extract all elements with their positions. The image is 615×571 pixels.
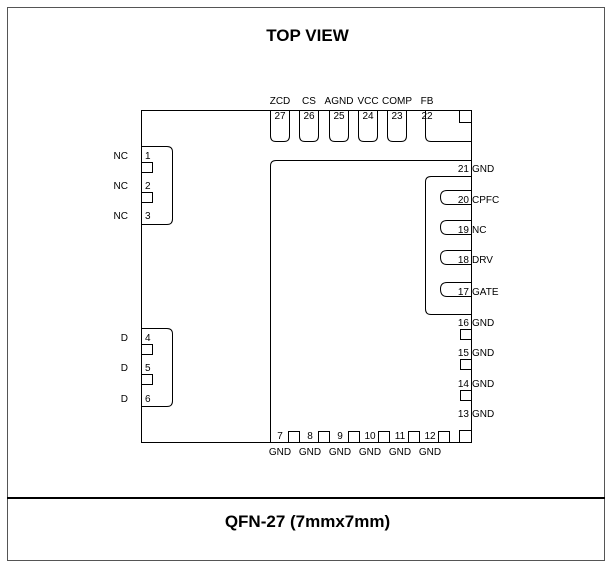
pin-name: GND	[389, 447, 411, 458]
pin-pad	[141, 192, 153, 203]
pin-name: GND	[329, 447, 351, 458]
exposed-pad	[270, 160, 472, 443]
pin-pad	[288, 431, 300, 443]
pin-number: 8	[307, 431, 313, 442]
pin-name: GND	[419, 447, 441, 458]
pin-name: NC	[114, 151, 128, 162]
pin-pad	[329, 110, 349, 142]
pin-number: 22	[421, 111, 433, 122]
pin-name: GND	[299, 447, 321, 458]
pin-number: 18	[458, 255, 470, 266]
pin-name: GND	[472, 409, 494, 420]
pin-name: DRV	[472, 255, 493, 266]
corner-tab	[459, 110, 472, 123]
pin-name: GATE	[472, 287, 499, 298]
pin-number: 21	[458, 164, 470, 175]
pin-number: 26	[303, 111, 315, 122]
pad-group-d	[141, 328, 173, 407]
pin-number: 15	[458, 348, 470, 359]
pad-group-right	[425, 176, 472, 315]
pin-pad	[141, 374, 153, 385]
pin-name: COMP	[382, 96, 412, 107]
pin-name: D	[121, 394, 128, 405]
pin-number: 3	[145, 211, 151, 222]
pin-name: FB	[421, 96, 434, 107]
pin-pad	[387, 110, 407, 142]
pin-number: 12	[424, 431, 436, 442]
pin-pad	[460, 390, 472, 401]
pin-number: 23	[391, 111, 403, 122]
pin-number: 27	[274, 111, 286, 122]
corner-tab-bottom	[459, 430, 472, 443]
pin-pad	[348, 431, 360, 443]
pin-number: 19	[458, 225, 470, 236]
pin-pad	[439, 220, 472, 235]
pin-number: 13	[458, 409, 470, 420]
pin-number: 11	[395, 431, 406, 442]
pin-pad	[438, 431, 450, 443]
pin-name: GND	[472, 348, 494, 359]
pin-number: 16	[458, 318, 470, 329]
diagram-frame	[7, 7, 605, 561]
pin-name: NC	[114, 211, 128, 222]
pad-22	[425, 110, 472, 142]
pin-number: 17	[458, 287, 470, 298]
pin-name: D	[121, 333, 128, 344]
pin-number: 6	[145, 394, 151, 405]
pin-name: NC	[114, 181, 128, 192]
pin-number: 7	[277, 431, 283, 442]
pin-name: CS	[302, 96, 316, 107]
pin-pad	[460, 329, 472, 340]
pin-name: GND	[472, 318, 494, 329]
pin-name: GND	[472, 164, 494, 175]
pin-pad	[439, 250, 472, 265]
pin-pad	[299, 110, 319, 142]
pin-pad	[141, 344, 153, 355]
pad-group-nc	[141, 146, 173, 225]
pin-name: AGND	[325, 96, 354, 107]
pin-name: GND	[359, 447, 381, 458]
pin-name: GND	[269, 447, 291, 458]
pin-pad	[358, 110, 378, 142]
pin-pad	[270, 110, 290, 142]
pin-number: 1	[145, 151, 151, 162]
pin-number: 9	[337, 431, 343, 442]
pin-number: 24	[362, 111, 374, 122]
pin-number: 25	[333, 111, 345, 122]
pin-pad	[460, 359, 472, 370]
pin-pad	[439, 282, 472, 297]
pin-pad	[378, 431, 390, 443]
pin-number: 2	[145, 181, 151, 192]
pin-number: 4	[145, 333, 151, 344]
pin-pad	[408, 431, 420, 443]
pin-name: NC	[472, 225, 486, 236]
pin-pad	[141, 162, 153, 173]
pin-name: ZCD	[270, 96, 291, 107]
pin-name: VCC	[357, 96, 378, 107]
pin-number: 5	[145, 363, 151, 374]
pin-name: GND	[472, 379, 494, 390]
pin-number: 20	[458, 195, 470, 206]
pin-number: 14	[458, 379, 470, 390]
divider-line	[7, 497, 605, 499]
pin-number: 10	[364, 431, 376, 442]
pin-name: CPFC	[472, 195, 499, 206]
package-caption: QFN-27 (7mmx7mm)	[224, 512, 391, 531]
pin-name: D	[121, 363, 128, 374]
pin-pad	[439, 190, 472, 205]
pin-pad	[318, 431, 330, 443]
page-title: TOP VIEW	[266, 26, 349, 45]
package-outline	[141, 110, 472, 443]
